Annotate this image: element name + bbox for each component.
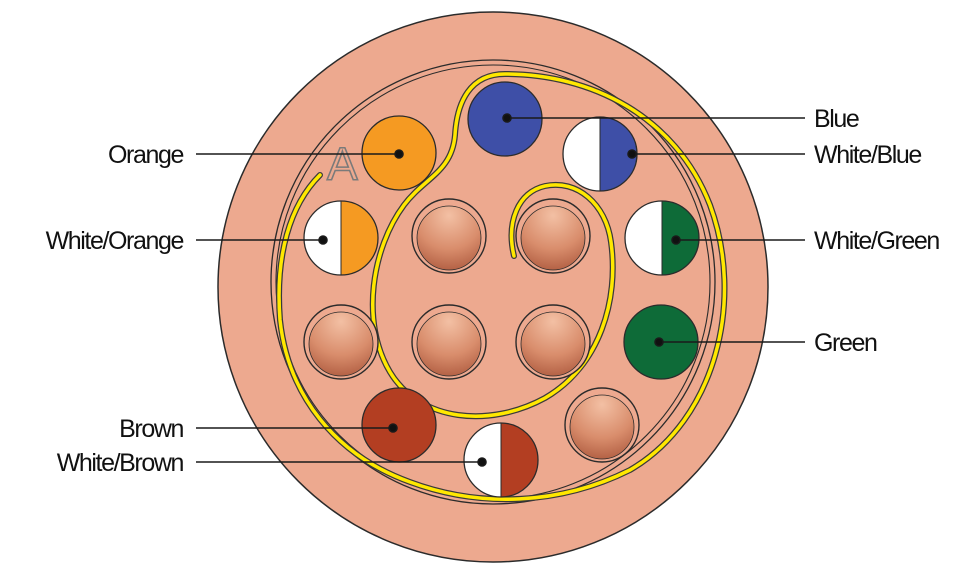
label-orange: Orange — [108, 141, 183, 169]
conductor-white-green — [624, 200, 700, 276]
label-blue: Blue — [814, 105, 859, 133]
conductor-white-orange — [303, 200, 379, 276]
filler-rod — [515, 198, 591, 274]
label-green: Green — [814, 329, 877, 357]
conductor-white-brown — [463, 422, 539, 498]
ripcord-spiral — [276, 71, 728, 503]
filler-rod — [411, 198, 487, 274]
label-brown: Brown — [119, 415, 183, 443]
filler-rod — [564, 387, 640, 463]
label-white-blue: White/Blue — [814, 141, 921, 169]
filler-rod — [515, 304, 591, 380]
filler-rod — [303, 304, 379, 380]
marker-letter: A — [327, 138, 358, 190]
leader-lines — [196, 113, 805, 467]
conductor-white-blue — [562, 116, 638, 192]
filler-rod — [411, 304, 487, 380]
label-white-orange: White/Orange — [46, 227, 184, 255]
label-white-brown: White/Brown — [57, 449, 184, 477]
filler-rods — [303, 198, 640, 463]
inner-binder-ring-outer — [270, 59, 716, 505]
label-white-green: White/Green — [814, 227, 939, 255]
conductor-brown — [361, 387, 437, 463]
